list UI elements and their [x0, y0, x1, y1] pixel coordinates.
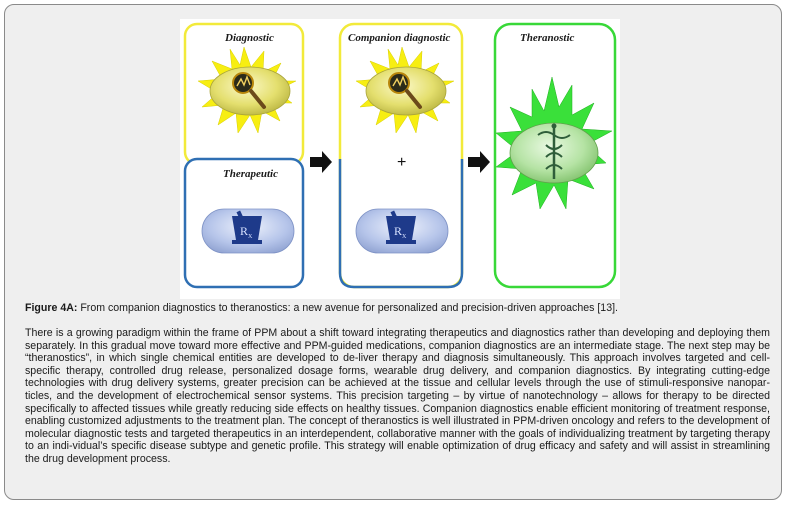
- therapeutic-label: Therapeutic: [223, 168, 278, 180]
- rx-symbol: R: [240, 224, 248, 238]
- caption-text: From companion diagnostics to theranosti…: [77, 302, 618, 314]
- caption-label: Figure 4A:: [25, 302, 78, 314]
- arrow-right-icon: [468, 151, 490, 173]
- companion-magnifier-icon: [388, 72, 422, 109]
- article-panel: Diagnostic Therapeutic R X: [4, 4, 782, 500]
- theranostic-label: Theranostic: [520, 32, 575, 44]
- figure-4a: Diagnostic Therapeutic R X: [180, 19, 620, 299]
- companion-blue-box: [338, 159, 464, 289]
- diagnostic-label: Diagnostic: [224, 32, 274, 44]
- figure-illustration: Diagnostic Therapeutic R X: [183, 22, 617, 289]
- plus-sign: +: [397, 154, 406, 171]
- svg-text:X: X: [402, 234, 407, 240]
- magnifier-icon: [232, 72, 266, 109]
- mortar-pestle-icon: R X: [232, 210, 262, 244]
- arrow-right-icon: [310, 151, 332, 173]
- svg-text:R: R: [394, 224, 402, 238]
- companion-label: Companion diagnostic: [348, 32, 451, 44]
- caduceus-icon: [537, 123, 571, 179]
- body-paragraph: There is a growing paradigm within the f…: [25, 327, 770, 465]
- figure-caption: Figure 4A: From companion diagnostics to…: [25, 302, 770, 315]
- companion-mortar-pestle-icon: R X: [386, 210, 416, 244]
- svg-text:X: X: [248, 234, 253, 240]
